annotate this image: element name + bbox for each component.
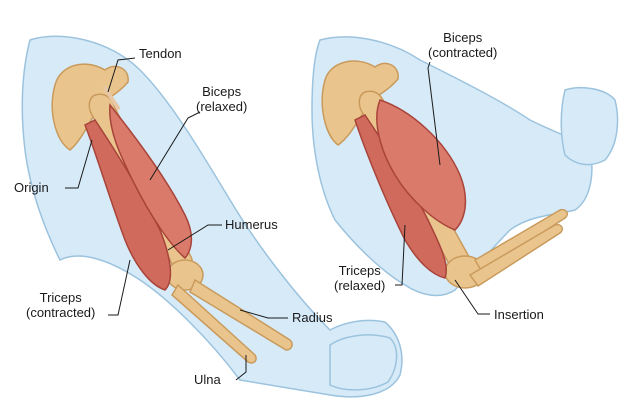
label-biceps-contracted-line1: Biceps [428,30,497,45]
label-biceps-relaxed-line1: Biceps [196,84,247,99]
label-biceps-relaxed-line2: (relaxed) [196,99,247,114]
label-triceps-relaxed: Triceps (relaxed) [334,263,385,293]
label-triceps-contracted: Triceps (contracted) [26,290,95,320]
label-tendon: Tendon [139,46,182,61]
label-triceps-contracted-line1: Triceps [26,290,95,305]
label-biceps-contracted: Biceps (contracted) [428,30,497,60]
label-insertion: Insertion [494,307,544,322]
left-fist [330,335,397,390]
label-triceps-contracted-line2: (contracted) [26,305,95,320]
label-biceps-contracted-line2: (contracted) [428,45,497,60]
label-ulna: Ulna [194,372,221,387]
right-fist [561,88,617,165]
right-arm [312,37,618,296]
label-origin: Origin [14,180,49,195]
label-triceps-relaxed-line2: (relaxed) [334,278,385,293]
label-biceps-relaxed: Biceps (relaxed) [196,84,247,114]
label-triceps-relaxed-line1: Triceps [334,263,385,278]
label-radius: Radius [292,310,332,325]
label-humerus: Humerus [225,217,278,232]
